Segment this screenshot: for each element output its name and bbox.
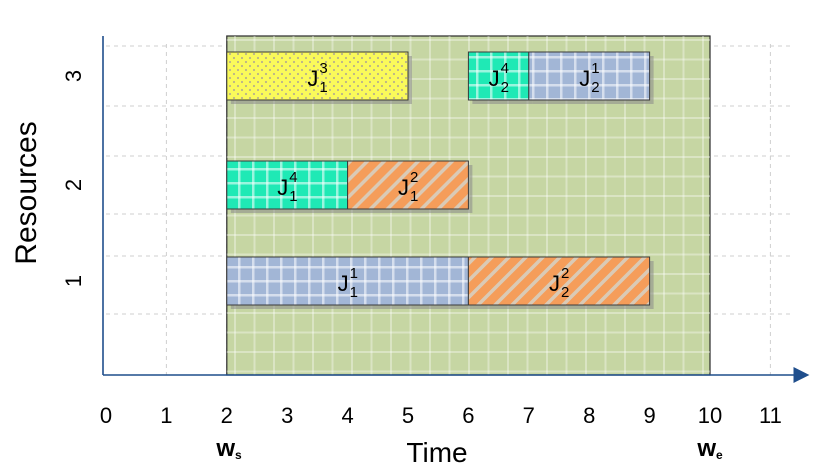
- window-end-label: we: [696, 435, 723, 462]
- task-label-sub: 1: [410, 188, 418, 205]
- task-label-sup: 1: [350, 265, 358, 282]
- task-label-sub: 1: [350, 284, 358, 301]
- task-label: J: [398, 175, 409, 200]
- axes: [102, 36, 810, 383]
- x-tick-label: 8: [583, 403, 595, 428]
- task-bar-pattern: [468, 257, 650, 305]
- task-label: J: [277, 175, 288, 200]
- x-axis-label: Time: [406, 437, 467, 468]
- x-tick-label: 7: [523, 403, 535, 428]
- task-bar-pattern: [226, 52, 408, 100]
- task-label: J: [489, 66, 500, 91]
- task-label-sup: 2: [561, 265, 569, 282]
- task-label: J: [338, 271, 349, 296]
- task-label-sup: 3: [319, 60, 327, 77]
- x-tick-label: 9: [643, 403, 655, 428]
- y-tick-label: 1: [61, 275, 86, 287]
- task-label-sup: 1: [591, 60, 599, 77]
- x-tick-label: 2: [221, 403, 233, 428]
- task-bar-border: [226, 51, 409, 101]
- x-tick-label: 6: [462, 403, 474, 428]
- x-tick-label: 5: [402, 403, 414, 428]
- task-label: J: [549, 271, 560, 296]
- task-bar-pattern: [468, 52, 529, 100]
- y-axis-label: Resources: [10, 121, 43, 264]
- task-bar-border: [467, 256, 651, 306]
- y-tick-label: 3: [61, 70, 86, 82]
- x-tick-label: 11: [759, 403, 782, 428]
- x-tick-label: 1: [160, 403, 172, 428]
- task-bar-pattern: [226, 161, 348, 209]
- task-label-sub: 1: [319, 79, 327, 96]
- task-label-sub: 2: [501, 79, 509, 96]
- task-label-sup: 2: [410, 169, 418, 186]
- task-label-sup: 4: [501, 60, 509, 77]
- task-bar-pattern: [347, 161, 469, 209]
- y-tick-label: 2: [61, 179, 86, 191]
- window-start-label: ws: [215, 435, 242, 462]
- task-bar-border: [528, 51, 651, 101]
- task-label: J: [579, 66, 590, 91]
- task-label-sup: 4: [289, 169, 297, 186]
- x-tick-label: 0: [100, 403, 112, 428]
- x-tick-label: 4: [341, 403, 353, 428]
- task-label-sub: 2: [561, 284, 569, 301]
- task-label-sub: 1: [289, 188, 297, 205]
- x-tick-label: 3: [281, 403, 293, 428]
- task-bar-border: [347, 160, 469, 210]
- x-tick-label: 10: [698, 403, 722, 428]
- task-bar-pattern: [226, 257, 469, 305]
- task-bar-pattern: [528, 52, 650, 100]
- task-label: J: [307, 66, 318, 91]
- task-label-sub: 2: [591, 79, 599, 96]
